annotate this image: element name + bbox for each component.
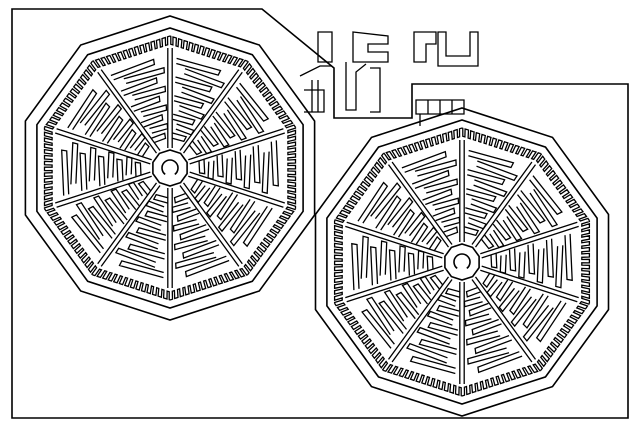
- sector-maze: [482, 272, 567, 343]
- inner-border: [326, 119, 598, 405]
- hub-ring: [444, 243, 480, 281]
- comb-segment: [43, 127, 53, 209]
- sector-divider: [459, 282, 465, 384]
- connector-pads: [299, 31, 479, 126]
- comb-segment: [383, 363, 463, 397]
- comb-segment: [334, 302, 389, 371]
- sector-divider: [167, 48, 173, 148]
- sector-maze: [188, 82, 270, 156]
- sector-divider: [54, 128, 152, 165]
- sector-divider: [345, 265, 444, 303]
- comb-segment: [581, 220, 591, 304]
- sector-divider: [179, 69, 243, 154]
- sector-divider: [480, 221, 579, 259]
- sector-maze: [171, 57, 226, 143]
- comb-segment: [536, 300, 590, 371]
- sector-divider: [471, 276, 537, 363]
- comb-segment: [333, 220, 343, 304]
- hub-center: [453, 253, 471, 270]
- sector-divider: [97, 182, 161, 267]
- sector-maze: [61, 141, 142, 196]
- sector-maze: [463, 286, 523, 374]
- comb-segment: [92, 35, 171, 69]
- sector-maze: [70, 180, 152, 254]
- sector-divider: [97, 69, 161, 154]
- comb-segment: [169, 267, 248, 301]
- sector-maze: [110, 58, 169, 144]
- decagon-maze-left: [24, 15, 316, 321]
- comb-segment: [242, 60, 297, 129]
- comb-segment: [461, 363, 542, 397]
- comb-segment: [287, 127, 297, 209]
- outer-border: [314, 107, 610, 417]
- comb-segment: [535, 153, 590, 222]
- comb-segment: [92, 268, 171, 301]
- sector-maze: [401, 150, 461, 238]
- sector-maze: [190, 178, 273, 248]
- hub-ring: [152, 149, 188, 187]
- comb-segment: [169, 35, 248, 68]
- hub-center: [161, 159, 179, 176]
- sector-divider: [188, 171, 286, 208]
- comb-segment: [382, 127, 463, 161]
- sector-divider: [480, 265, 579, 303]
- sector-divider: [179, 182, 243, 267]
- sector-divider: [345, 221, 444, 259]
- sector-maze: [114, 193, 169, 279]
- sector-maze: [463, 149, 518, 237]
- sector-maze: [198, 140, 279, 195]
- sector-divider: [167, 188, 173, 288]
- sector-divider: [188, 128, 286, 165]
- sector-maze: [67, 88, 150, 158]
- comb-segment: [334, 153, 388, 224]
- frame: [11, 8, 629, 419]
- sector-maze: [490, 233, 573, 289]
- outer-border: [24, 15, 316, 321]
- sector-divider: [459, 140, 465, 242]
- comb-segment: [43, 60, 97, 130]
- sector-maze: [357, 181, 442, 252]
- sector-divider: [471, 161, 537, 248]
- comb-segment: [43, 207, 98, 276]
- decagon-maze-right: [314, 107, 610, 417]
- sector-divider: [387, 161, 453, 248]
- sector-maze: [171, 192, 230, 278]
- sector-maze: [406, 287, 461, 375]
- comb-segment: [461, 127, 541, 161]
- sector-divider: [54, 171, 152, 208]
- inner-border: [36, 27, 304, 309]
- sector-divider: [387, 276, 453, 363]
- sector-maze: [351, 235, 434, 291]
- sector-maze: [361, 274, 444, 349]
- sector-maze: [480, 175, 563, 250]
- comb-segment: [243, 206, 297, 276]
